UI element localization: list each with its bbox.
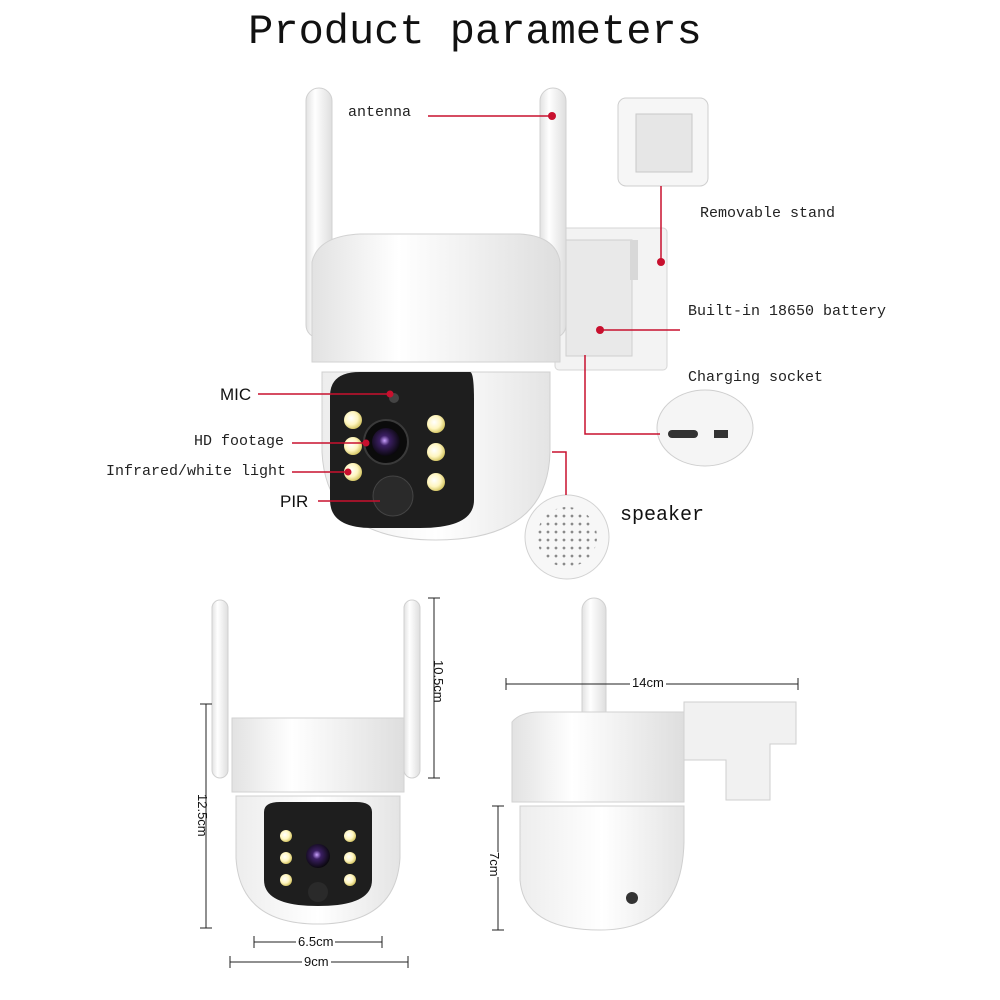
label-removable-stand: Removable stand <box>700 205 836 222</box>
callout-lines <box>258 115 680 502</box>
socket-inset <box>656 389 754 467</box>
top-housing <box>311 233 561 363</box>
dim-depth: 14cm <box>630 675 666 690</box>
dim-body-width: 9cm <box>302 954 331 969</box>
label-antenna: antenna <box>348 104 412 121</box>
callout-dots <box>344 112 665 476</box>
label-charging-socket: Charging socket <box>688 369 824 386</box>
label-pir: PIR <box>280 492 309 511</box>
label-battery: Built-in 18650 battery <box>688 303 887 320</box>
stand-bracket <box>554 227 668 371</box>
front-view <box>211 599 421 925</box>
dim-antenna-height: 10.5cm <box>431 660 446 703</box>
dim-dome-height: 7cm <box>487 852 502 877</box>
side-view <box>511 597 797 931</box>
page-title: Product parameters <box>248 8 702 56</box>
label-infrared-light: Infrared/white light <box>106 463 287 480</box>
label-hd-footage: HD footage <box>194 433 285 450</box>
label-mic: MIC <box>220 385 252 404</box>
dim-body-height: 12.5cm <box>195 794 210 837</box>
dim-lens-width: 6.5cm <box>296 934 336 949</box>
label-speaker: speaker <box>620 504 705 527</box>
